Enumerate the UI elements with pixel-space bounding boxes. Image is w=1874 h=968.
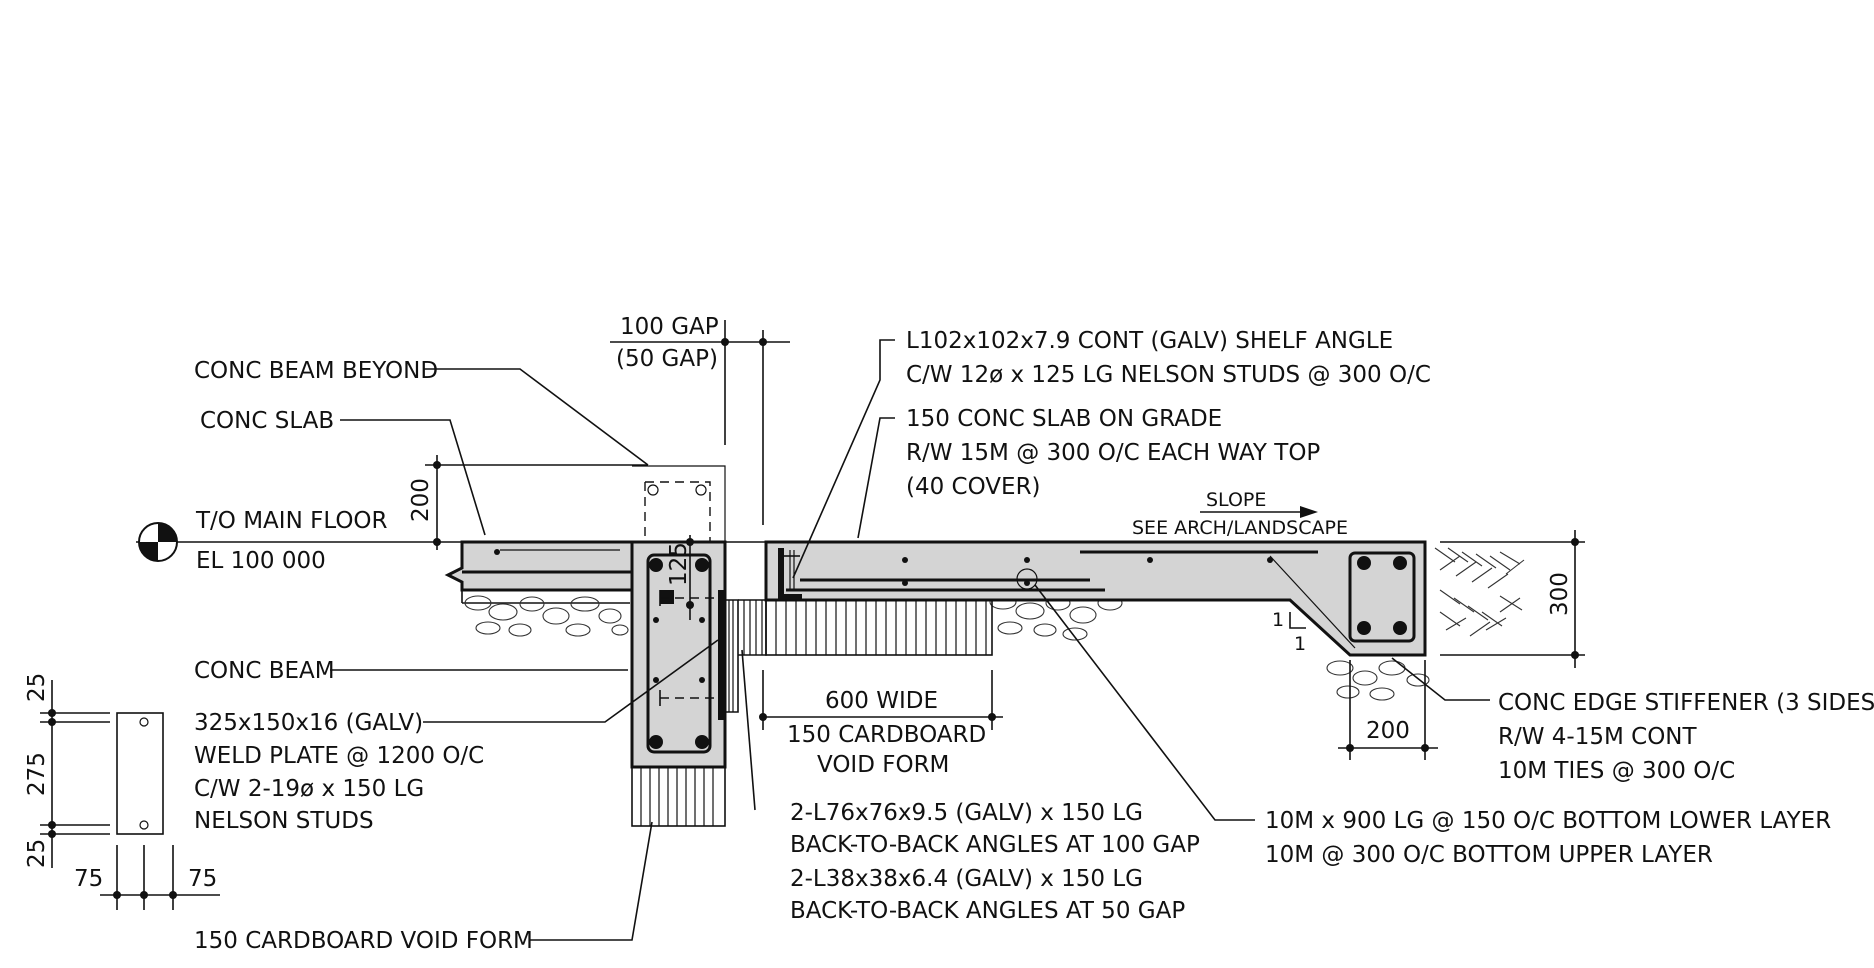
angles-label-3: 2-L38x38x6.4 (GALV) x 150 LG	[790, 866, 1143, 892]
earth-hatch	[1434, 547, 1525, 637]
gap-bottom-label: (50 GAP)	[616, 346, 718, 372]
slab-on-grade-label-2: R/W 15M @ 300 O/C EACH WAY TOP	[906, 440, 1320, 466]
conc-slab-label: CONC SLAB	[200, 408, 334, 434]
elevation-label: EL 100 000	[196, 548, 326, 574]
bottom-bars-label-1: 10M x 900 LG @ 150 O/C BOTTOM LOWER LAYE…	[1265, 808, 1831, 834]
weld-plate-detail	[40, 680, 220, 910]
dim-125-text: 125	[666, 542, 692, 586]
void-form-bottom-label: 150 CARDBOARD VOID FORM	[194, 928, 533, 954]
dim-75-right-text: 75	[188, 866, 217, 892]
bottom-bars-label-2: 10M @ 300 O/C BOTTOM UPPER LAYER	[1265, 842, 1713, 868]
slope-ratio-horizontal: 1	[1294, 633, 1306, 655]
conc-beam	[630, 540, 727, 769]
elevation-marker-icon	[138, 522, 178, 562]
slope-ratio-marker	[1289, 612, 1306, 629]
dim-275-text: 275	[24, 752, 50, 796]
gap-void-form	[738, 599, 767, 656]
see-arch-label: SEE ARCH/LANDSCAPE	[1132, 517, 1348, 539]
dim-200-stiffener-text: 200	[1366, 718, 1410, 744]
void-form-mid-label-2: VOID FORM	[817, 752, 949, 778]
dim-200-beam	[425, 455, 648, 550]
dim-75-left-text: 75	[74, 866, 103, 892]
dim-300	[1440, 530, 1585, 668]
wide-600-label: 600 WIDE	[825, 688, 938, 714]
conc-beam-beyond-label: CONC BEAM BEYOND	[194, 358, 438, 384]
shelf-angle-label-1: L102x102x7.9 CONT (GALV) SHELF ANGLE	[906, 328, 1393, 354]
gap-top-label: 100 GAP	[620, 314, 719, 340]
weld-plate-label-1: 325x150x16 (GALV)	[194, 710, 423, 736]
weld-plate-label-4: NELSON STUDS	[194, 808, 374, 834]
angles-label-2: BACK-TO-BACK ANGLES AT 100 GAP	[790, 832, 1200, 858]
dim-125	[686, 535, 694, 620]
edge-stiffener-label-3: 10M TIES @ 300 O/C	[1498, 758, 1735, 784]
shelf-angle-label-2: C/W 12ø x 125 LG NELSON STUDS @ 300 O/C	[906, 362, 1431, 388]
dim-25-bottom-text: 25	[24, 839, 50, 868]
slope-ratio-vertical: 1	[1272, 609, 1284, 631]
void-form-mid-label-1: 150 CARDBOARD	[787, 722, 986, 748]
conc-beam-beyond-outline	[632, 465, 726, 542]
dim-100-gap	[610, 320, 790, 525]
slope-arrow	[1200, 506, 1318, 518]
slab-on-grade	[764, 540, 1427, 657]
dim-200-beam-text: 200	[408, 478, 434, 522]
dim-200-stiffener	[1338, 660, 1438, 760]
leader-lines	[330, 339, 1490, 941]
angles-label-4: BACK-TO-BACK ANGLES AT 50 GAP	[790, 898, 1185, 924]
angles-label-1: 2-L76x76x9.5 (GALV) x 150 LG	[790, 800, 1143, 826]
weld-plate-label-3: C/W 2-19ø x 150 LG	[194, 776, 424, 802]
main-floor-label: T/O MAIN FLOOR	[195, 508, 388, 534]
edge-stiffener-label-1: CONC EDGE STIFFENER (3 SIDES)	[1498, 690, 1874, 716]
slab-void-form	[765, 599, 993, 656]
dim-300-text: 300	[1547, 572, 1573, 616]
dim-600-wide	[759, 670, 1003, 730]
weld-plate	[718, 590, 739, 720]
conc-beam-label: CONC BEAM	[194, 658, 335, 684]
edge-stiffener-label-2: R/W 4-15M CONT	[1498, 724, 1698, 750]
beam-void-form-below	[631, 766, 726, 827]
slope-label: SLOPE	[1206, 489, 1266, 511]
slab-on-grade-label-1: 150 CONC SLAB ON GRADE	[906, 406, 1222, 432]
weld-plate-label-2: WELD PLATE @ 1200 O/C	[194, 743, 484, 769]
slab-on-grade-label-3: (40 COVER)	[906, 474, 1041, 500]
existing-conc-slab	[444, 540, 634, 592]
dim-25-top-text: 25	[24, 673, 50, 702]
